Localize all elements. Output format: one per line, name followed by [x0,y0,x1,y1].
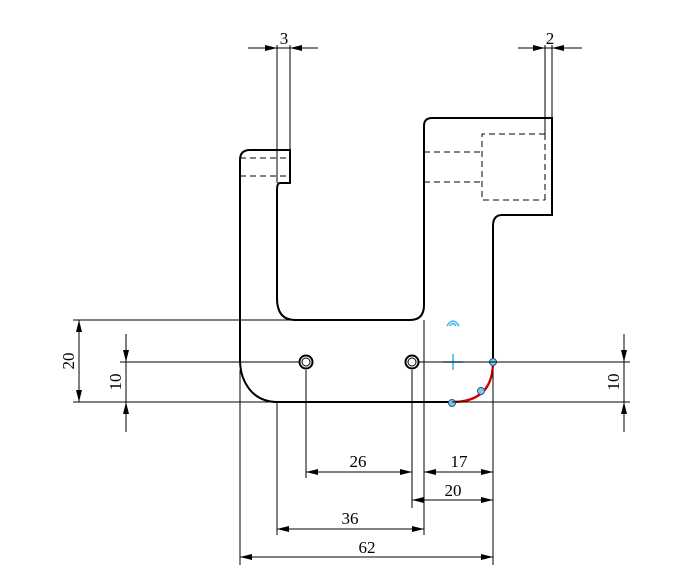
left-hole [298,354,314,370]
arc-endpoint-grip-bottom[interactable] [448,399,456,407]
part-outline [239,117,553,403]
dim-label-10-right: 10 [604,374,623,391]
dim-label-2: 2 [546,29,555,48]
holes [298,354,420,370]
dimension-26: 26 [306,452,412,475]
arc-midpoint-grip[interactable] [477,387,485,395]
dimension-20-vertical: 20 [59,320,82,402]
dimension-10-left: 10 [106,334,129,432]
dimension-10-right: 10 [604,334,627,432]
dimension-17: 17 [424,452,493,475]
part-outline-path [239,117,553,403]
hidden-lines [240,133,546,201]
dim-label-36: 36 [342,509,359,528]
dimension-2: 2 [518,29,582,51]
dim-label-10-left: 10 [106,374,125,391]
selected-fillet-arc[interactable] [448,358,497,407]
dim-label-17: 17 [451,452,469,471]
dimension-36: 36 [277,509,424,532]
dim-label-62: 62 [359,538,376,557]
extension-lines [73,45,630,565]
dim-label-20-horizontal: 20 [445,481,462,500]
snap-marker-icon [443,320,463,370]
dimension-3: 3 [248,29,318,51]
dimension-62: 62 [240,538,493,560]
dim-label-3: 3 [280,29,289,48]
dimension-20-horizontal: 20 [412,481,493,503]
dim-label-20-vertical: 20 [59,353,78,370]
right-hole [404,354,420,370]
dim-label-26: 26 [350,452,367,471]
